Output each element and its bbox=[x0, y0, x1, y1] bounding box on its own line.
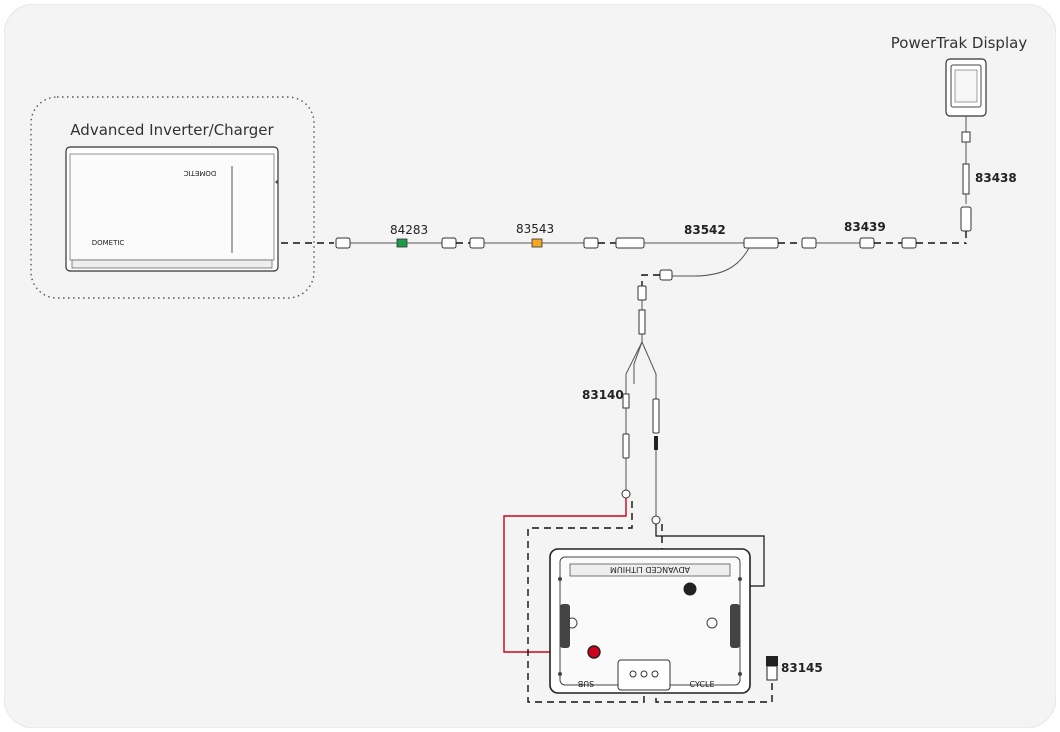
part-83145: 83145 bbox=[781, 661, 823, 675]
powertrak-label: PowerTrak Display bbox=[891, 34, 1028, 52]
inverter-icon: DOMETIC DOMETIC bbox=[65, 146, 279, 272]
diagram-background bbox=[4, 4, 1056, 728]
orange-tag bbox=[531, 238, 543, 248]
part-83542: 83542 bbox=[684, 223, 726, 237]
display-icon bbox=[945, 58, 987, 117]
part-83140: 83140 bbox=[582, 388, 624, 402]
battery-right-label: CYCLE bbox=[690, 680, 715, 689]
part-83438: 83438 bbox=[975, 171, 1017, 185]
part-84283: 84283 bbox=[390, 223, 428, 237]
display-cable bbox=[960, 116, 972, 244]
positive-cable bbox=[503, 498, 627, 653]
inverter-brand-bottom: DOMETIC bbox=[92, 239, 125, 247]
main-harness bbox=[281, 237, 966, 286]
part-83439: 83439 bbox=[844, 220, 886, 234]
inverter-label: Advanced Inverter/Charger bbox=[70, 121, 274, 139]
battery-left-label: SUB bbox=[578, 679, 594, 688]
dashed-comm-left bbox=[527, 501, 645, 703]
inverter-brand-top: DOMETIC bbox=[184, 169, 217, 177]
battery-harness bbox=[621, 285, 661, 525]
wiring-diagram: Advanced Inverter/Charger DOMETIC DOMETI… bbox=[4, 4, 1056, 728]
inverter-dotted-boundary bbox=[30, 96, 315, 299]
inverter-group: Advanced Inverter/Charger DOMETIC DOMETI… bbox=[30, 96, 315, 299]
powertrak-group: PowerTrak Display 83438 bbox=[891, 34, 1028, 244]
battery-top-label: ADVANCED LITHIUM bbox=[610, 565, 690, 574]
shunt-icon bbox=[766, 656, 778, 681]
green-tag bbox=[396, 238, 408, 248]
battery-icon: ADVANCED LITHIUM SUB CYCLE bbox=[549, 548, 751, 694]
part-83543: 83543 bbox=[516, 222, 554, 236]
